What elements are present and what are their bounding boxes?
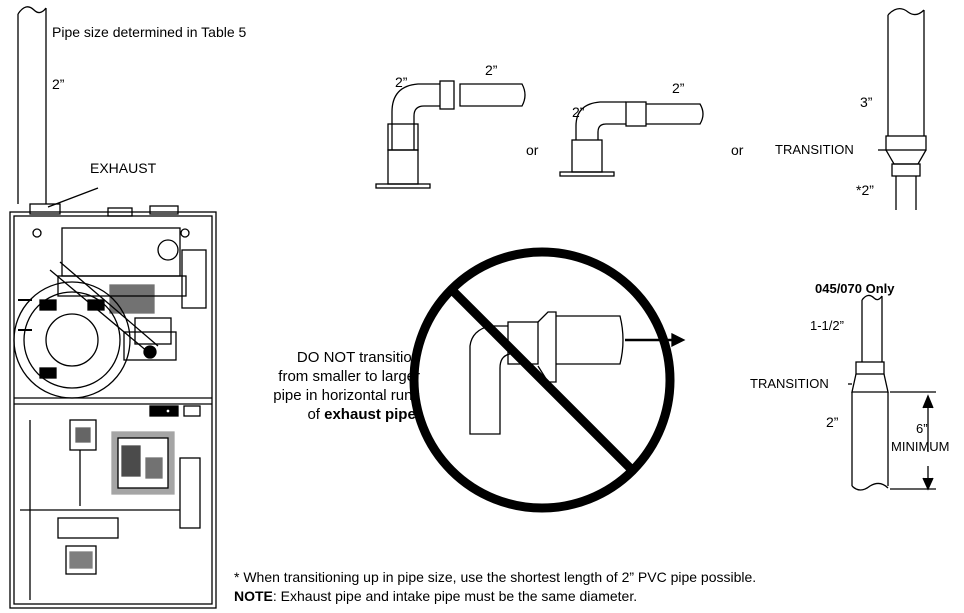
model-only-label: 045/070 Only	[815, 281, 895, 296]
elbow2-right-size: 2”	[672, 80, 685, 96]
warning-line-1: DO NOT transition	[296, 349, 420, 366]
pipe-size-note: Pipe size determined in Table 5	[52, 24, 247, 40]
transition-3in	[878, 8, 927, 210]
elbow2-left-size: 2”	[572, 104, 585, 120]
minimum-label: MINIMUM	[891, 439, 950, 454]
vertical-pipe-size: 2”	[52, 76, 65, 92]
warning-line-3: pipe in horizontal runs	[273, 387, 420, 404]
elbow1-right-size: 2”	[485, 62, 498, 78]
or-label-1: or	[526, 142, 539, 158]
transition-bottom-size: *2”	[856, 182, 874, 198]
transition-label: TRANSITION	[775, 142, 854, 157]
warning-text: DO NOT transition from smaller to larger…	[232, 348, 420, 424]
prohibited-sign	[409, 247, 686, 513]
elbow-option-2	[559, 101, 704, 177]
elbow1-left-size: 2”	[395, 74, 408, 90]
furnace-unit	[9, 203, 217, 609]
transition2-bottom-size: 2”	[826, 414, 839, 430]
or-label-2: or	[731, 142, 744, 158]
exhaust-pipe	[17, 6, 47, 204]
elbow-option-1	[375, 80, 526, 189]
asterisk-footnote: * When transitioning up in pipe size, us…	[234, 569, 757, 585]
warning-line-4: of exhaust pipe.	[307, 406, 420, 423]
warning-line-2: from smaller to larger	[278, 368, 420, 385]
note-footnote: NOTE: Exhaust pipe and intake pipe must …	[234, 588, 638, 604]
transition2-top-size: 1-1/2”	[810, 318, 844, 333]
transition-top-size: 3”	[860, 94, 873, 110]
minimum-size: 6”	[916, 421, 928, 436]
exhaust-label: EXHAUST	[90, 160, 157, 176]
transition-1-5in	[848, 294, 936, 491]
transition2-label: TRANSITION	[750, 376, 829, 391]
